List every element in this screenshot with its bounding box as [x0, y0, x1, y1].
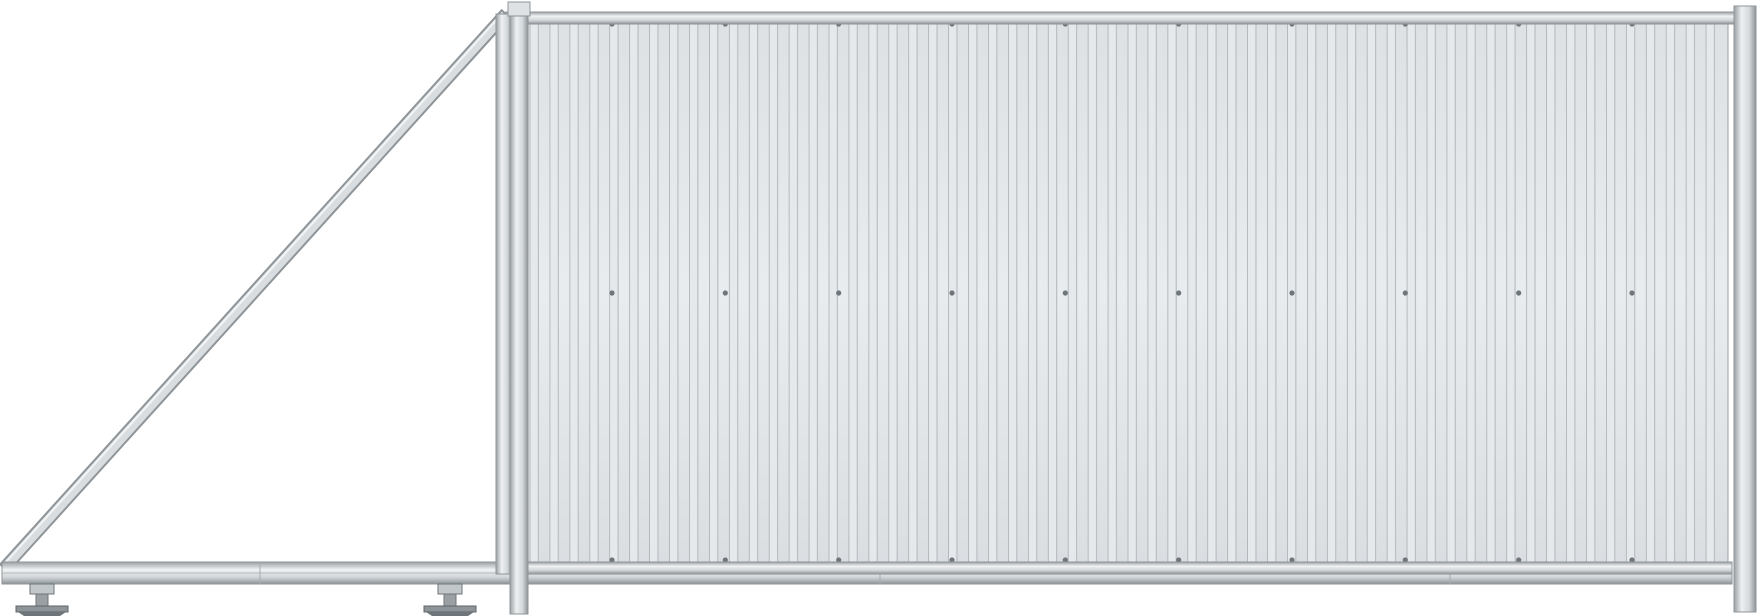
- panel-ridge: [1187, 22, 1197, 564]
- panel-ridge: [1267, 22, 1276, 564]
- panel-ridge: [1466, 22, 1476, 564]
- panel-ridge: [1167, 22, 1177, 564]
- panel-ridge: [589, 22, 599, 564]
- panel-ridge: [968, 22, 977, 564]
- panel-ridge: [868, 22, 878, 564]
- panel-ridge: [928, 22, 938, 564]
- panel-ridge: [1028, 22, 1037, 564]
- panel-fastener: [1176, 290, 1182, 296]
- roller-carriage: [15, 583, 69, 616]
- gate-leaf-right-post: [1733, 5, 1757, 613]
- panel-ridge: [1686, 22, 1695, 564]
- panel-ridge: [1387, 22, 1396, 564]
- panel-ridge: [789, 22, 798, 564]
- panel-ridge: [1068, 22, 1077, 564]
- panel-fastener: [609, 290, 615, 296]
- panel-ridge: [888, 22, 898, 564]
- panel-ridge: [530, 22, 539, 564]
- top-rail: [505, 11, 1737, 25]
- panel-ridge: [1446, 22, 1456, 564]
- panel-fastener: [836, 290, 842, 296]
- panel-ridge: [729, 22, 738, 564]
- panel-ridge: [1506, 22, 1516, 564]
- panel-ridge: [549, 22, 559, 564]
- panel-ridge: [649, 22, 658, 564]
- panel-fastener: [1062, 557, 1068, 563]
- panel-ridge: [689, 22, 698, 564]
- panel-fastener: [722, 290, 728, 296]
- panel-ridge: [1048, 22, 1057, 564]
- panel-fastener: [949, 290, 955, 296]
- panel-ridge: [1347, 22, 1356, 564]
- panel-ridge: [809, 22, 818, 564]
- panel-ridge: [908, 22, 918, 564]
- panel-ridge: [1546, 22, 1555, 564]
- corrugated-panel: [527, 19, 1729, 567]
- panel-fastener: [1176, 557, 1182, 563]
- panel-ridge: [1147, 22, 1157, 564]
- panel-ridge: [1207, 22, 1217, 564]
- panel-fastener: [1629, 557, 1635, 563]
- panel-fastener: [609, 557, 615, 563]
- panel-ridge: [1307, 22, 1316, 564]
- panel-fastener: [1289, 557, 1295, 563]
- panel-bottom-rail: [505, 561, 1733, 575]
- panel-ridge: [1486, 22, 1496, 564]
- panel-ridge: [1128, 22, 1137, 564]
- support-rollers: [15, 583, 477, 616]
- panel-ridge: [1706, 22, 1715, 564]
- panel-ridge: [669, 22, 678, 564]
- panel-ridge: [1586, 22, 1595, 564]
- roller-carriage: [423, 583, 477, 616]
- panel-ridge: [749, 22, 758, 564]
- panel-ridge: [769, 22, 778, 564]
- panel-ridge: [1526, 22, 1536, 564]
- panel-fastener: [1289, 290, 1295, 296]
- panel-fastener: [1516, 290, 1522, 296]
- panel-ridge: [1008, 22, 1017, 564]
- panel-ridge: [1367, 22, 1376, 564]
- gate-leaf-left-post: [495, 1, 531, 615]
- panel-ridge: [988, 22, 997, 564]
- panel-ridge: [1666, 22, 1675, 564]
- panel-ridge: [1327, 22, 1336, 564]
- panel-ridge: [1566, 22, 1575, 564]
- panel-ridge: [1407, 22, 1416, 564]
- panel-fastener: [722, 557, 728, 563]
- panel-fastener: [1402, 557, 1408, 563]
- panel-fastener: [1402, 290, 1408, 296]
- panel-ridge: [1427, 22, 1436, 564]
- panel-ridge: [1227, 22, 1237, 564]
- panel-ridge: [848, 22, 858, 564]
- panel-ridge: [569, 22, 579, 564]
- panel-ridge: [1247, 22, 1256, 564]
- panel-ridge: [709, 22, 718, 564]
- panel-fastener: [1516, 557, 1522, 563]
- panel-ridge: [629, 22, 639, 564]
- diagonal-brace: [0, 8, 512, 574]
- panel-ridge: [1108, 22, 1117, 564]
- panel-fastener: [1629, 290, 1635, 296]
- panel-ridge: [1646, 22, 1655, 564]
- panel-fastener: [836, 557, 842, 563]
- panel-fastener: [1062, 290, 1068, 296]
- panel-ridge: [1088, 22, 1097, 564]
- panel-ridge: [829, 22, 838, 564]
- panel-ridge: [1606, 22, 1615, 564]
- panel-fastener: [949, 557, 955, 563]
